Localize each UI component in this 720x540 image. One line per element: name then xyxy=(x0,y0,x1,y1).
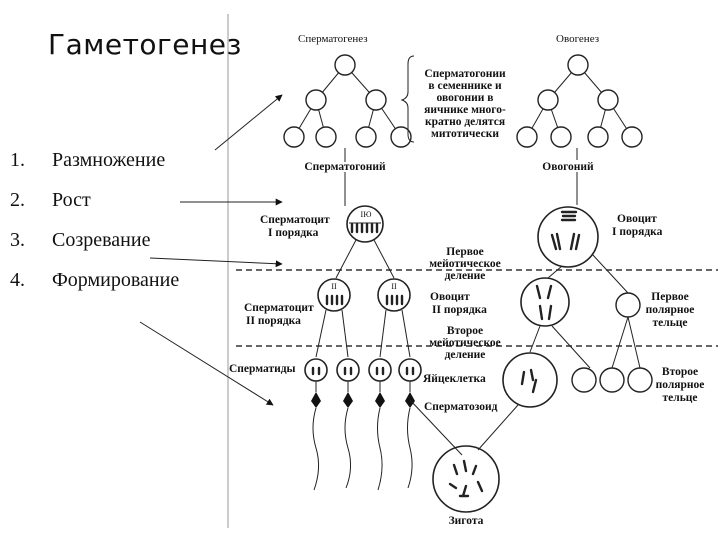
stage-label: Созревание xyxy=(52,229,151,251)
cell-node xyxy=(587,126,609,148)
svg-text:полярное: полярное xyxy=(646,304,695,316)
spermatocyte-2-cell: II xyxy=(377,278,411,312)
egg-label: Яйцеклетка xyxy=(423,373,486,385)
item-number: 2. xyxy=(10,189,25,211)
spermatocyte-1-cell: IЮ xyxy=(346,205,384,243)
svg-text:деление: деление xyxy=(445,349,486,361)
stage-label: Размножение xyxy=(52,149,166,171)
zygote-label: Зигота xyxy=(449,515,484,527)
cell-node xyxy=(315,126,337,148)
list-item: 2. Рост xyxy=(10,180,179,220)
svg-text:тельце: тельце xyxy=(662,392,697,404)
fertilization-line xyxy=(477,404,519,451)
second-meiotic-label: Второе мейотическое деление xyxy=(429,325,501,361)
list-item: 4. Формирование xyxy=(10,260,179,300)
slide-title: Гаметогенез xyxy=(48,28,242,61)
svg-text:Первое: Первое xyxy=(651,291,688,303)
cell-node xyxy=(305,89,327,111)
cell-node xyxy=(334,54,356,76)
second-polar-body xyxy=(627,367,653,393)
svg-text:Сперматогонии: Сперматогонии xyxy=(424,68,506,80)
cell-node xyxy=(390,126,412,148)
spermatogenesis-header: Сперматогенез xyxy=(298,33,368,45)
cell-node xyxy=(516,126,538,148)
oocyte-1-cell xyxy=(537,206,599,268)
oogonia-tree xyxy=(516,54,643,205)
cell-node xyxy=(355,126,377,148)
sperm-cells xyxy=(311,392,415,491)
arrow-reproduction xyxy=(214,94,283,151)
cell-node xyxy=(283,126,305,148)
svg-text:в семеннике и: в семеннике и xyxy=(428,80,502,92)
second-polar-body xyxy=(571,367,597,393)
svg-text:Второе: Второе xyxy=(662,366,698,378)
svg-text:мейотическое: мейотическое xyxy=(429,258,501,270)
spermatocyte-1-label: Сперматоцит xyxy=(260,214,330,226)
svg-text:тельце: тельце xyxy=(652,317,687,329)
svg-text:овогонии в: овогонии в xyxy=(437,92,494,104)
svg-text:кратно делятся: кратно делятся xyxy=(425,116,505,128)
list-item: 1. Размножение xyxy=(10,140,179,180)
zygote-cell xyxy=(432,445,500,513)
second-polar-label: Второе полярное тельце xyxy=(656,366,705,404)
svg-text:I порядка: I порядка xyxy=(612,226,663,238)
bracket xyxy=(400,55,415,143)
bracket-note: Сперматогонии в семеннике и овогонии в я… xyxy=(424,68,506,140)
svg-text:яичнике много-: яичнике много- xyxy=(424,104,506,116)
cell-node xyxy=(550,126,572,148)
svg-text:II порядка: II порядка xyxy=(246,315,301,327)
stage-list: 1. Размножение 2. Рост 3. Созревание 4. Форм… xyxy=(10,140,179,300)
sperm-label: Сперматозоид xyxy=(424,401,498,413)
svg-text:IЮ: IЮ xyxy=(361,210,372,219)
cell-node xyxy=(597,89,619,111)
cell-node xyxy=(537,89,559,111)
second-polar-body xyxy=(599,367,625,393)
first-meiotic-label: Первое мейотическое деление xyxy=(429,246,501,282)
item-number: 4. xyxy=(10,269,25,291)
first-polar-body xyxy=(615,292,641,318)
svg-text:II: II xyxy=(391,282,397,291)
spermatocyte-2-label: Сперматоцит xyxy=(244,302,314,314)
cell-node xyxy=(621,126,643,148)
cell-node xyxy=(567,54,589,76)
svg-text:II: II xyxy=(331,282,337,291)
stage-label: Рост xyxy=(52,189,91,211)
oogenesis-header: Овогенез xyxy=(556,33,599,45)
cell-node xyxy=(365,89,387,111)
stage-label: Формирование xyxy=(52,269,180,291)
spermatogonia-tree xyxy=(283,54,412,206)
oogonium-label: Овогоний xyxy=(542,161,594,173)
svg-text:полярное: полярное xyxy=(656,379,705,391)
fertilization-line xyxy=(409,399,463,456)
spermatogonium-label: Сперматогоний xyxy=(304,161,386,173)
oocyte-2-label: Овоцит xyxy=(430,291,470,303)
oocyte-2-cell xyxy=(520,277,570,327)
svg-text:I порядка: I порядка xyxy=(268,227,319,239)
item-number: 3. xyxy=(10,229,25,251)
spermatids xyxy=(304,358,422,392)
svg-text:Первое: Первое xyxy=(446,246,483,258)
oocyte-1-label: Овоцит xyxy=(617,213,657,225)
svg-text:митотически: митотически xyxy=(431,128,499,140)
svg-text:деление: деление xyxy=(445,270,486,282)
list-item: 3. Созревание xyxy=(10,220,179,260)
spermatocyte-2-cell: II xyxy=(317,278,351,312)
first-polar-label: Первое полярное тельце xyxy=(646,291,695,329)
svg-text:мейотическое: мейотическое xyxy=(429,337,501,349)
item-number: 1. xyxy=(10,149,25,171)
spermatids-label: Сперматиды xyxy=(229,363,296,375)
arrow-maturation xyxy=(149,257,283,268)
svg-text:Второе: Второе xyxy=(447,325,483,337)
egg-cell xyxy=(502,352,558,408)
svg-text:II порядка: II порядка xyxy=(432,304,487,316)
arrow-formation xyxy=(139,321,274,406)
